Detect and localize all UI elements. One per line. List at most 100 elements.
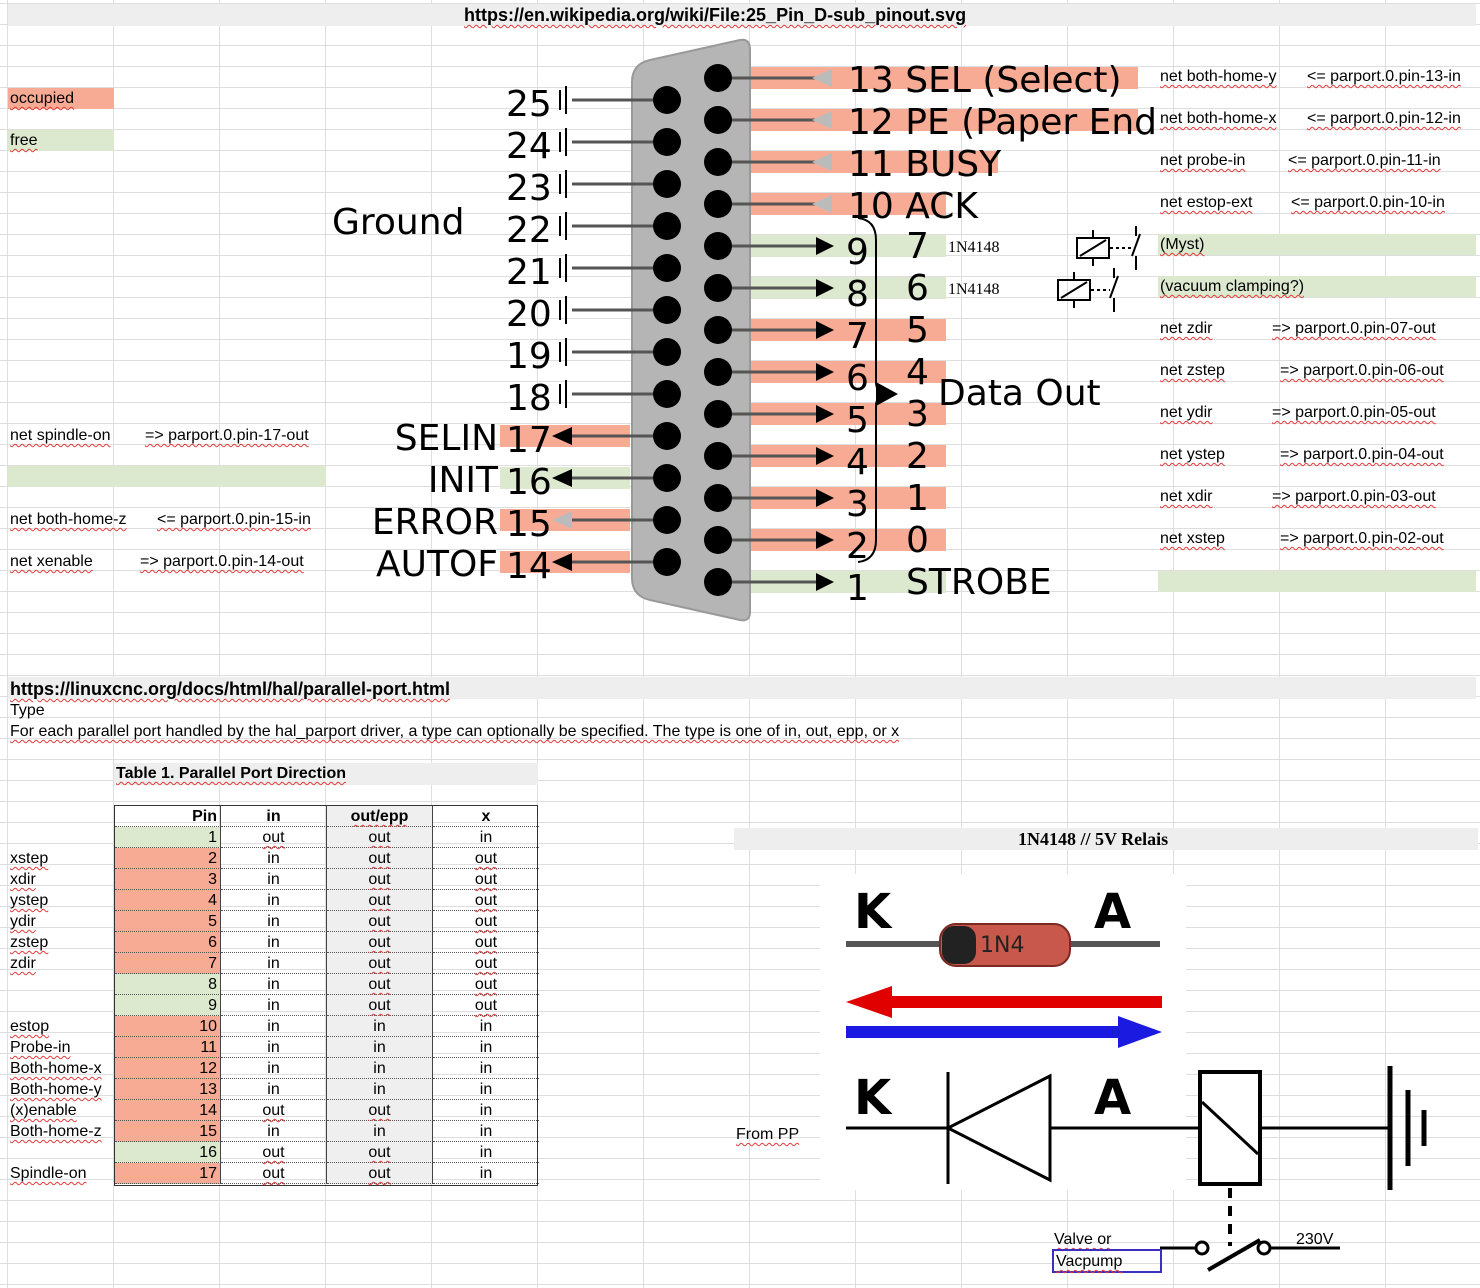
table-cell[interactable]: out — [327, 869, 433, 890]
table-cell[interactable]: out — [433, 953, 539, 974]
table-row-label[interactable]: estop — [10, 1018, 50, 1035]
table-cell[interactable]: out — [327, 974, 433, 995]
table-cell[interactable]: out — [433, 932, 539, 953]
table-cell[interactable]: in — [327, 1037, 433, 1058]
table-pin-cell[interactable]: 15 — [115, 1121, 221, 1142]
net-spindle-on[interactable]: net spindle-on — [10, 427, 111, 444]
table-cell[interactable]: in — [221, 890, 327, 911]
vacpump-cell[interactable]: Vacpump — [1052, 1249, 1162, 1273]
table-cell[interactable]: in — [221, 1079, 327, 1100]
legend-occupied[interactable]: occupied — [8, 88, 114, 109]
table-pin-cell[interactable]: 3 — [115, 869, 221, 890]
right-net-dir[interactable]: => parport.0.pin-05-out — [1272, 404, 1436, 421]
table-cell[interactable]: in — [433, 1037, 539, 1058]
table-pin-cell[interactable]: 11 — [115, 1037, 221, 1058]
table-cell[interactable]: out — [433, 995, 539, 1016]
table-cell[interactable]: out — [327, 953, 433, 974]
table-row-label[interactable]: zdir — [10, 955, 36, 972]
table-pin-cell[interactable]: 13 — [115, 1079, 221, 1100]
table-cell[interactable]: in — [221, 974, 327, 995]
table-row-label[interactable]: xdir — [10, 871, 36, 888]
table-cell[interactable]: out — [221, 1163, 327, 1184]
table-cell[interactable]: out — [221, 1100, 327, 1121]
table-cell[interactable]: out — [327, 827, 433, 848]
right-net-dir[interactable]: => parport.0.pin-03-out — [1272, 488, 1436, 505]
right-net-dir[interactable]: => parport.0.pin-02-out — [1280, 530, 1444, 547]
table-pin-cell[interactable]: 8 — [115, 974, 221, 995]
right-net-name[interactable]: net both-home-x — [1160, 110, 1277, 127]
table-cell[interactable]: in — [433, 1163, 539, 1184]
table-cell[interactable]: in — [433, 1058, 539, 1079]
table-pin-cell[interactable]: 12 — [115, 1058, 221, 1079]
table-row-label[interactable]: (x)enable — [10, 1102, 77, 1119]
table-pin-cell[interactable]: 5 — [115, 911, 221, 932]
table-row-label[interactable]: Both-home-y — [10, 1081, 102, 1098]
right-net-name[interactable]: net xstep — [1160, 530, 1225, 547]
table-cell[interactable]: in — [327, 1058, 433, 1079]
table-cell[interactable]: in — [327, 1079, 433, 1100]
net-xenable[interactable]: net xenable — [10, 553, 93, 570]
right-net-name[interactable]: net xdir — [1160, 488, 1213, 505]
right-net-dir[interactable]: <= parport.0.pin-13-in — [1307, 68, 1461, 85]
table-row-label[interactable]: Spindle-on — [10, 1165, 87, 1182]
table-cell[interactable]: in — [221, 995, 327, 1016]
right-net-name[interactable]: net zstep — [1160, 362, 1225, 379]
right-net-dir[interactable]: <= parport.0.pin-11-in — [1288, 152, 1441, 169]
right-net-name[interactable]: net ystep — [1160, 446, 1225, 463]
table-cell[interactable]: in — [221, 932, 327, 953]
table-row-label[interactable]: Both-home-z — [10, 1123, 102, 1140]
table-cell[interactable]: out — [433, 869, 539, 890]
table-cell[interactable]: in — [327, 1016, 433, 1037]
table-cell[interactable]: out — [221, 1142, 327, 1163]
right-net-name[interactable]: net zdir — [1160, 320, 1213, 337]
table-pin-cell[interactable]: 1 — [115, 827, 221, 848]
table-cell[interactable]: in — [433, 1016, 539, 1037]
table-pin-cell[interactable]: 4 — [115, 890, 221, 911]
table-cell[interactable]: in — [327, 1121, 433, 1142]
table-cell[interactable]: out — [327, 1100, 433, 1121]
table-cell[interactable]: out — [433, 974, 539, 995]
table-cell[interactable]: out — [327, 848, 433, 869]
table-cell[interactable]: in — [221, 869, 327, 890]
right-net-name[interactable]: (vacuum clamping?) — [1160, 278, 1305, 295]
table-row-label[interactable]: ystep — [10, 892, 49, 909]
right-net-dir[interactable]: => parport.0.pin-04-out — [1280, 446, 1444, 463]
right-net-name[interactable]: net both-home-y — [1160, 68, 1277, 85]
table-cell[interactable]: in — [221, 1016, 327, 1037]
table-cell[interactable]: in — [221, 1037, 327, 1058]
table-pin-cell[interactable]: 7 — [115, 953, 221, 974]
net-both-home-z[interactable]: net both-home-z — [10, 511, 127, 528]
right-net-dir[interactable]: <= parport.0.pin-10-in — [1291, 194, 1445, 211]
table-cell[interactable]: in — [433, 1079, 539, 1100]
table-cell[interactable]: out — [327, 995, 433, 1016]
table-cell[interactable]: out — [327, 932, 433, 953]
table-row-label[interactable]: xstep — [10, 850, 49, 867]
table-row-label[interactable]: zstep — [10, 934, 49, 951]
table-cell[interactable]: out — [327, 1142, 433, 1163]
table-cell[interactable]: out — [327, 1163, 433, 1184]
table-row-label[interactable]: Both-home-x — [10, 1060, 102, 1077]
table-pin-cell[interactable]: 17 — [115, 1163, 221, 1184]
table-row-label[interactable]: Probe-in — [10, 1039, 71, 1056]
table-cell[interactable]: in — [221, 911, 327, 932]
table-cell[interactable]: out — [433, 911, 539, 932]
table-cell[interactable]: in — [221, 1058, 327, 1079]
table-pin-cell[interactable]: 16 — [115, 1142, 221, 1163]
table-cell[interactable]: in — [221, 1121, 327, 1142]
table-cell[interactable]: in — [433, 827, 539, 848]
table-pin-cell[interactable]: 2 — [115, 848, 221, 869]
table-cell[interactable]: out — [433, 848, 539, 869]
right-net-name[interactable]: net estop-ext — [1160, 194, 1253, 211]
linuxcnc-url[interactable]: https://linuxcnc.org/docs/html/hal/paral… — [10, 679, 451, 699]
table-pin-cell[interactable]: 6 — [115, 932, 221, 953]
table-cell[interactable]: out — [433, 890, 539, 911]
right-net-name[interactable]: net ydir — [1160, 404, 1213, 421]
net-spindle-on-dir[interactable]: => parport.0.pin-17-out — [145, 427, 309, 444]
wikipedia-url[interactable]: https://en.wikipedia.org/wiki/File:25_Pi… — [464, 5, 967, 25]
table-cell[interactable]: out — [327, 911, 433, 932]
table-cell[interactable]: out — [221, 827, 327, 848]
table-cell[interactable]: out — [327, 890, 433, 911]
table-pin-cell[interactable]: 10 — [115, 1016, 221, 1037]
table-cell[interactable]: in — [433, 1121, 539, 1142]
right-net-dir[interactable]: <= parport.0.pin-12-in — [1307, 110, 1461, 127]
